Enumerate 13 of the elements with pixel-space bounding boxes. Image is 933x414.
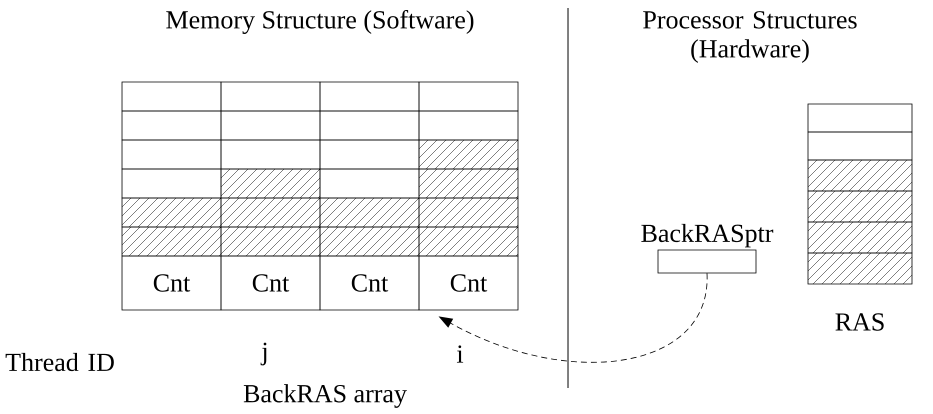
node-label: BackRASptr (641, 224, 774, 248)
heading: Processor Structures (Hardware) (643, 11, 857, 63)
counter-cell: Cnt (122, 256, 222, 310)
axis-label: Thread ID (6, 352, 114, 372)
pointer-register: BackRASptr (641, 224, 774, 274)
caption: BackRAS array (244, 384, 407, 408)
stack-label: RAS (835, 313, 884, 331)
counter-cell: Cnt (220, 256, 320, 310)
counter-cell: Cnt (418, 256, 518, 310)
heading: Memory Structure (Software) (166, 10, 474, 34)
index-label: i (456, 345, 464, 363)
counter-cell: Cnt (320, 256, 420, 310)
index-label: j (260, 342, 266, 366)
